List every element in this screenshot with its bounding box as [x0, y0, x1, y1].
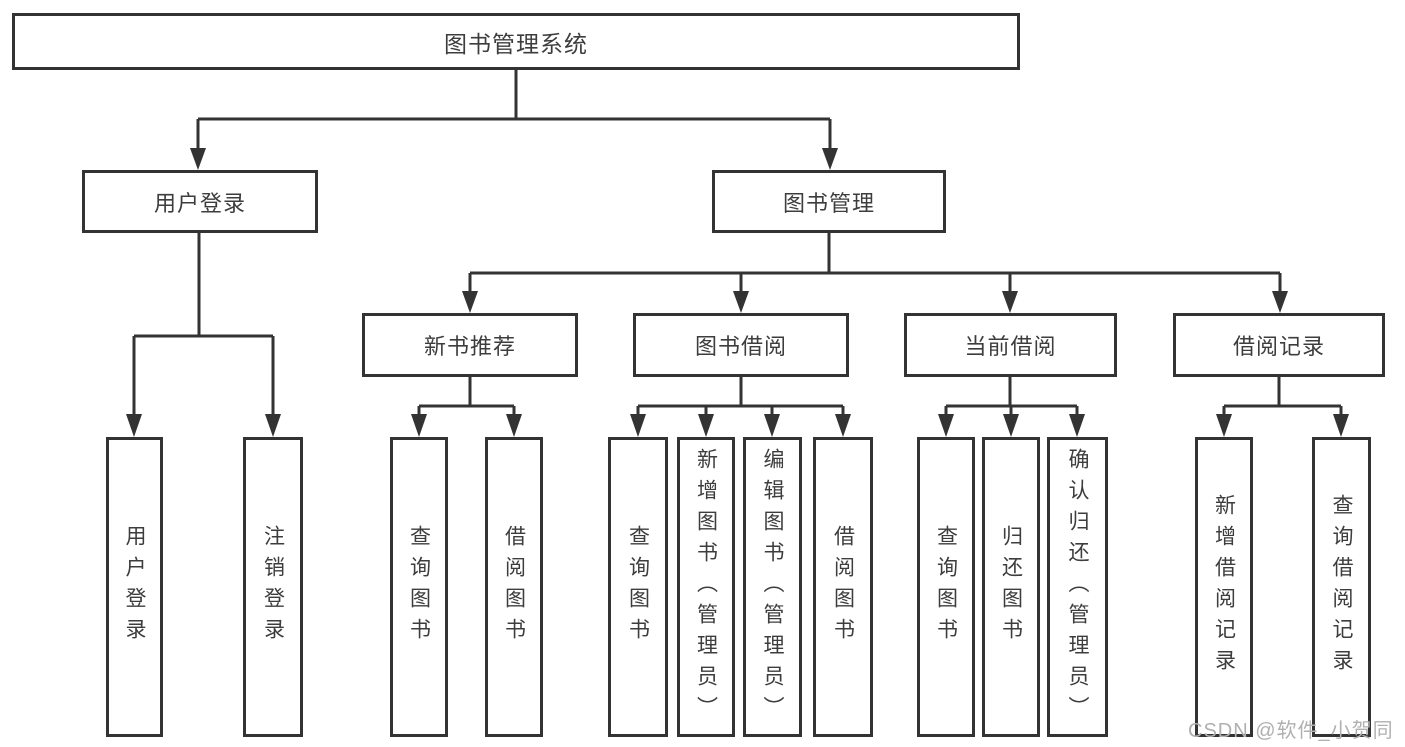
leaf-query-borrow-record: 查询借阅记录 — [1312, 437, 1371, 737]
node-current-borrow: 当前借阅 — [904, 313, 1117, 377]
arrowheads — [126, 148, 1349, 437]
leaf-confirm-return-admin: 确认归还（管理员） — [1047, 437, 1108, 737]
leaf-user-login: 用户登录 — [106, 437, 163, 737]
node-new-book-recommend-label: 新书推荐 — [423, 334, 516, 359]
leaf-borrow-books-borrow: 借阅图书 — [813, 437, 873, 737]
leaf-confirm-return-admin-label: 确认归还（管理员） — [1066, 447, 1089, 727]
leaf-return-book: 归还图书 — [982, 437, 1040, 737]
node-user-login-label: 用户登录 — [153, 190, 246, 216]
leaf-user-login-label: 用户登录 — [123, 525, 146, 649]
leaf-query-books-recommend: 查询图书 — [390, 437, 448, 737]
leaf-logout: 注销登录 — [243, 437, 303, 737]
node-root: 图书管理系统 — [12, 13, 1020, 70]
node-current-borrow-label: 当前借阅 — [964, 334, 1057, 359]
leaf-add-borrow-record-label: 新增借阅记录 — [1212, 494, 1236, 680]
leaf-edit-book-admin: 编辑图书（管理员） — [743, 437, 802, 737]
leaf-borrow-books-borrow-label: 借阅图书 — [831, 525, 855, 649]
node-user-login: 用户登录 — [82, 170, 318, 233]
leaf-logout-label: 注销登录 — [261, 525, 285, 649]
watermark: CSDN @软件_小贺同学 — [1188, 720, 1394, 742]
leaf-query-books-borrow-label: 查询图书 — [626, 525, 650, 649]
node-borrow-records: 借阅记录 — [1173, 313, 1385, 377]
leaf-query-borrow-record-label: 查询借阅记录 — [1330, 494, 1353, 680]
node-book-borrow: 图书借阅 — [633, 313, 849, 377]
leaf-borrow-books-recommend: 借阅图书 — [485, 437, 543, 737]
node-book-management-label: 图书管理 — [782, 190, 875, 216]
leaf-return-book-label: 归还图书 — [999, 525, 1023, 649]
node-root-label: 图书管理系统 — [444, 30, 588, 57]
leaf-add-borrow-record: 新增借阅记录 — [1195, 437, 1253, 737]
leaf-query-books-current-label: 查询图书 — [934, 525, 958, 649]
leaf-query-books-recommend-label: 查询图书 — [407, 525, 431, 649]
leaf-add-book-admin: 新增图书（管理员） — [677, 437, 735, 737]
leaf-add-book-admin-label: 新增图书（管理员） — [694, 447, 718, 727]
leaf-query-books-borrow: 查询图书 — [608, 437, 668, 737]
node-book-borrow-label: 图书借阅 — [694, 334, 787, 359]
leaf-query-books-current: 查询图书 — [917, 437, 975, 737]
leaf-borrow-books-recommend-label: 借阅图书 — [502, 525, 526, 649]
node-book-management: 图书管理 — [712, 170, 946, 233]
node-borrow-records-label: 借阅记录 — [1232, 334, 1325, 359]
node-new-book-recommend: 新书推荐 — [362, 313, 578, 377]
leaf-edit-book-admin-label: 编辑图书（管理员） — [761, 447, 784, 727]
